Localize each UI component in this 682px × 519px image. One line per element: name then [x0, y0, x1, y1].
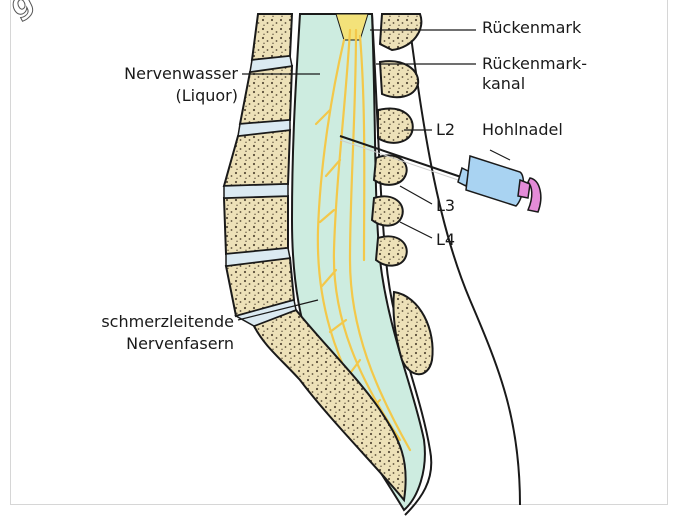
label-nervenwasser-line2: (Liquor) [70, 86, 238, 105]
label-nervenfasern: Nervenfasern [60, 334, 234, 353]
label-rueckenmarkkanal-line2: kanal [482, 74, 525, 93]
label-nervenwasser-line1: Nervenwasser [70, 64, 238, 83]
label-rueckenmark: Rückenmark [482, 18, 581, 37]
label-hohlnadel: Hohlnadel [482, 120, 563, 139]
label-l3: L3 [436, 196, 455, 215]
label-rueckenmarkkanal-line1: Rückenmark- [482, 54, 587, 73]
label-l2: L2 [436, 120, 455, 139]
label-schmerzleitende: schmerzleitende [60, 312, 234, 331]
label-l4: L4 [436, 230, 455, 249]
